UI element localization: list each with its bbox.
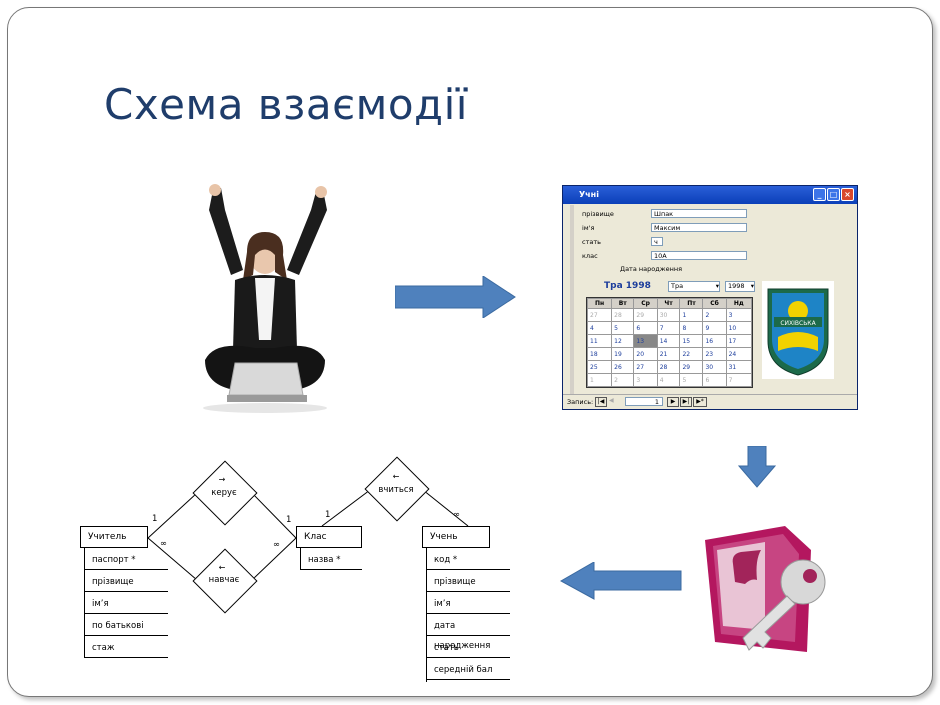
entity-attribute: по батькові	[84, 616, 168, 636]
field-label: стать	[582, 238, 601, 246]
class-field[interactable]: 10А	[651, 251, 747, 260]
next-record-button[interactable]: ▶	[667, 397, 679, 407]
entity-attribute: назва *	[300, 550, 362, 570]
arrow-right-icon	[395, 276, 516, 318]
cardinality-label: ∞	[453, 510, 461, 520]
arrow-left-small-icon: ←	[218, 563, 226, 572]
entity-attribute: код *	[426, 550, 510, 570]
entity-attribute: стаж	[84, 638, 168, 658]
relation-manages-label: керує	[211, 488, 237, 498]
calendar-day[interactable]: 3	[633, 373, 658, 387]
arrow-left-small-icon: ←	[392, 472, 400, 481]
field-label: ім'я	[582, 224, 595, 232]
chevron-down-icon: ▾	[750, 282, 754, 290]
first-record-button[interactable]: |◀	[595, 397, 607, 407]
calendar-day[interactable]: 7	[725, 373, 753, 387]
person-with-laptop-image	[203, 184, 327, 413]
minimize-icon[interactable]: _	[813, 188, 826, 201]
arrow-right-small-icon: →	[218, 475, 226, 484]
relation-studies-label: вчиться	[378, 485, 414, 495]
form-body: прізвище Шпак ім'я Максим стать ч клас 1…	[570, 205, 855, 395]
entity-attribute: дата народження	[426, 616, 510, 651]
school-emblem-image: СИХІВСЬКА	[762, 281, 834, 379]
cardinality-label: ∞	[273, 540, 281, 550]
cardinality-label: 1	[152, 514, 158, 524]
month-select-value: Тра	[671, 282, 684, 290]
entity-attribute: прізвище	[84, 572, 168, 592]
relation-teaches-label: навчає	[208, 575, 240, 585]
calendar-day[interactable]: 27	[633, 360, 658, 374]
arrow-left-icon	[560, 562, 682, 600]
emblem-text: СИХІВСЬКА	[780, 320, 816, 327]
record-navigator: Запись: |◀ ◀ 1 ▶ ▶| ▶*	[563, 394, 857, 409]
cardinality-label: ∞	[160, 539, 168, 549]
year-select[interactable]: 1998 ▾	[725, 281, 755, 292]
window-title: Учні	[579, 190, 599, 199]
entity-attribute: середній бал	[426, 660, 510, 680]
record-number-field[interactable]: 1	[625, 397, 663, 406]
attr-column-line	[426, 548, 427, 682]
entity-attribute: ім’я	[84, 594, 168, 614]
slide-title: Схема взаємодії	[104, 80, 468, 129]
field-label: прізвище	[582, 210, 614, 218]
ms-access-logo-icon	[705, 526, 826, 652]
close-icon[interactable]: ×	[841, 188, 854, 201]
arrow-down-icon	[738, 446, 776, 488]
entity-attribute: прізвище	[426, 572, 510, 592]
access-form-window: Учні _ □ × прізвище Шпак ім'я Максим ста…	[562, 185, 858, 410]
window-titlebar: Учні _ □ ×	[563, 186, 857, 204]
attr-column-line	[84, 548, 85, 658]
maximize-icon[interactable]: □	[827, 188, 840, 201]
calendar-day[interactable]: 17	[725, 334, 753, 348]
cardinality-label: 1	[325, 510, 331, 520]
prev-record-button[interactable]: ◀	[609, 397, 614, 404]
calendar-month-year: Тра 1998	[604, 281, 651, 291]
gender-field[interactable]: ч	[651, 237, 663, 246]
entity-student: Учень	[422, 526, 490, 548]
field-label: клас	[582, 252, 598, 260]
calendar-day[interactable]: 4	[656, 373, 681, 387]
month-select[interactable]: Тра ▾	[668, 281, 720, 292]
cardinality-label: 1	[286, 515, 292, 525]
entity-attribute: ім’я	[426, 594, 510, 614]
attr-column-line	[300, 548, 301, 570]
surname-field[interactable]: Шпак	[651, 209, 747, 218]
entity-attribute: стать	[426, 638, 510, 658]
year-select-value: 1998	[728, 282, 745, 290]
record-label: Запись:	[567, 398, 594, 406]
dob-label: Дата народження	[620, 265, 682, 273]
new-record-button[interactable]: ▶*	[693, 397, 707, 407]
entity-class: Клас	[296, 526, 362, 548]
name-field[interactable]: Максим	[651, 223, 747, 232]
entity-attribute: паспорт *	[84, 550, 168, 570]
chevron-down-icon: ▾	[715, 282, 719, 290]
entity-teacher: Учитель	[80, 526, 148, 548]
last-record-button[interactable]: ▶|	[680, 397, 692, 407]
